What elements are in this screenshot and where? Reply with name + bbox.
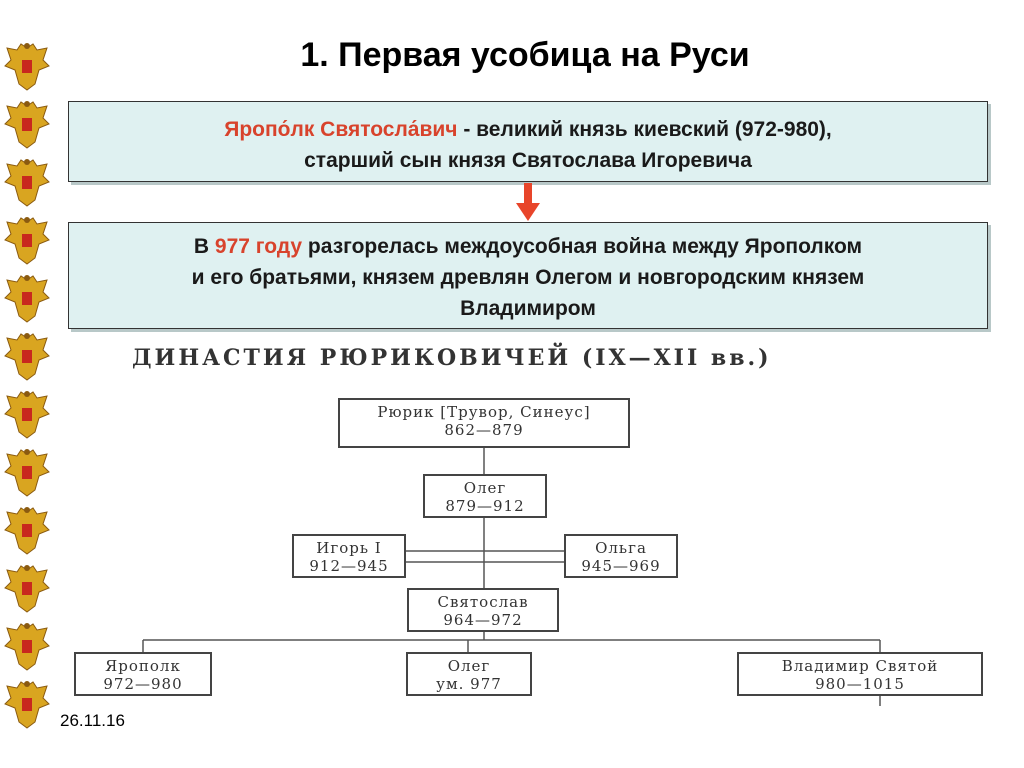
info-box-2-line1-text: разгорелась междоусобная война между Яро… xyxy=(302,235,863,258)
node-years: 862—879 xyxy=(444,421,524,439)
node-name: Ольга xyxy=(595,539,647,557)
double-headed-eagle-icon xyxy=(4,101,50,149)
node-name: Святослав xyxy=(437,593,529,611)
tree-node-vladimir: Владимир Святой 980—1015 xyxy=(737,652,983,696)
double-headed-eagle-icon xyxy=(4,333,50,381)
yaropolk-name-highlight: Яропо́лк Святосла́вич xyxy=(224,118,458,141)
node-years: 945—969 xyxy=(581,557,661,575)
info-box-line-1: Яропо́лк Святосла́вич - великий князь ки… xyxy=(69,114,987,145)
slide-date: 26.11.16 xyxy=(60,711,125,730)
node-name: Олег xyxy=(463,479,507,497)
double-headed-eagle-icon xyxy=(4,507,50,555)
double-headed-eagle-icon xyxy=(4,565,50,613)
node-name: Олег xyxy=(447,657,491,675)
tree-node-yaropolk: Ярополк 972—980 xyxy=(74,652,212,696)
node-years: 980—1015 xyxy=(815,675,905,693)
info-box-1-line1-text: - великий князь киевский (972-980), xyxy=(457,118,832,141)
double-headed-eagle-icon xyxy=(4,391,50,439)
double-headed-eagle-icon xyxy=(4,275,50,323)
node-name: Ярополк xyxy=(105,657,181,675)
eagle-decoration-strip xyxy=(0,40,58,730)
node-name: Игорь I xyxy=(316,539,382,557)
info-box-2-line2-text: и его братьями, князем древлян Олегом и … xyxy=(191,266,865,289)
double-headed-eagle-icon xyxy=(4,43,50,91)
double-headed-eagle-icon xyxy=(4,217,50,265)
info-box-2-prefix: В xyxy=(193,235,215,258)
info-box-2-line3-text: Владимиром xyxy=(460,297,596,320)
double-headed-eagle-icon xyxy=(4,449,50,497)
info-box-2-line-1: В 977 году разгорелась междоусобная войн… xyxy=(69,231,987,262)
tree-node-oleg-drevlyan: Олег ум. 977 xyxy=(406,652,532,696)
down-arrow-icon xyxy=(516,183,540,221)
double-headed-eagle-icon xyxy=(4,623,50,671)
tree-node-rurik: Рюрик [Трувор, Синеус] 862—879 xyxy=(338,398,630,448)
slide-title: 1. Первая усобица на Руси xyxy=(300,36,750,74)
tree-node-olga: Ольга 945—969 xyxy=(564,534,678,578)
node-years: 879—912 xyxy=(445,497,525,515)
node-years: 964—972 xyxy=(443,611,523,629)
tree-node-oleg: Олег 879—912 xyxy=(423,474,547,518)
node-years: ум. 977 xyxy=(436,675,502,693)
node-years: 912—945 xyxy=(309,557,389,575)
node-name: Рюрик [Трувор, Синеус] xyxy=(377,403,591,421)
info-box-1-line2-text: старший сын князя Святослава Игоревича xyxy=(304,149,752,172)
info-box-war-977: В 977 году разгорелась междоусобная войн… xyxy=(68,222,988,329)
node-years: 972—980 xyxy=(103,675,183,693)
tree-node-igor: Игорь I 912—945 xyxy=(292,534,406,578)
year-977-highlight: 977 году xyxy=(214,235,303,258)
double-headed-eagle-icon xyxy=(4,159,50,207)
dynasty-title: ДИНАСТИЯ РЮРИКОВИЧЕЙ (IX—XII вв.) xyxy=(132,345,772,371)
node-name: Владимир Святой xyxy=(781,657,939,675)
info-box-yaropolk: Яропо́лк Святосла́вич - великий князь ки… xyxy=(68,101,988,182)
double-headed-eagle-icon xyxy=(4,681,50,729)
tree-node-svyatoslav: Святослав 964—972 xyxy=(407,588,559,632)
